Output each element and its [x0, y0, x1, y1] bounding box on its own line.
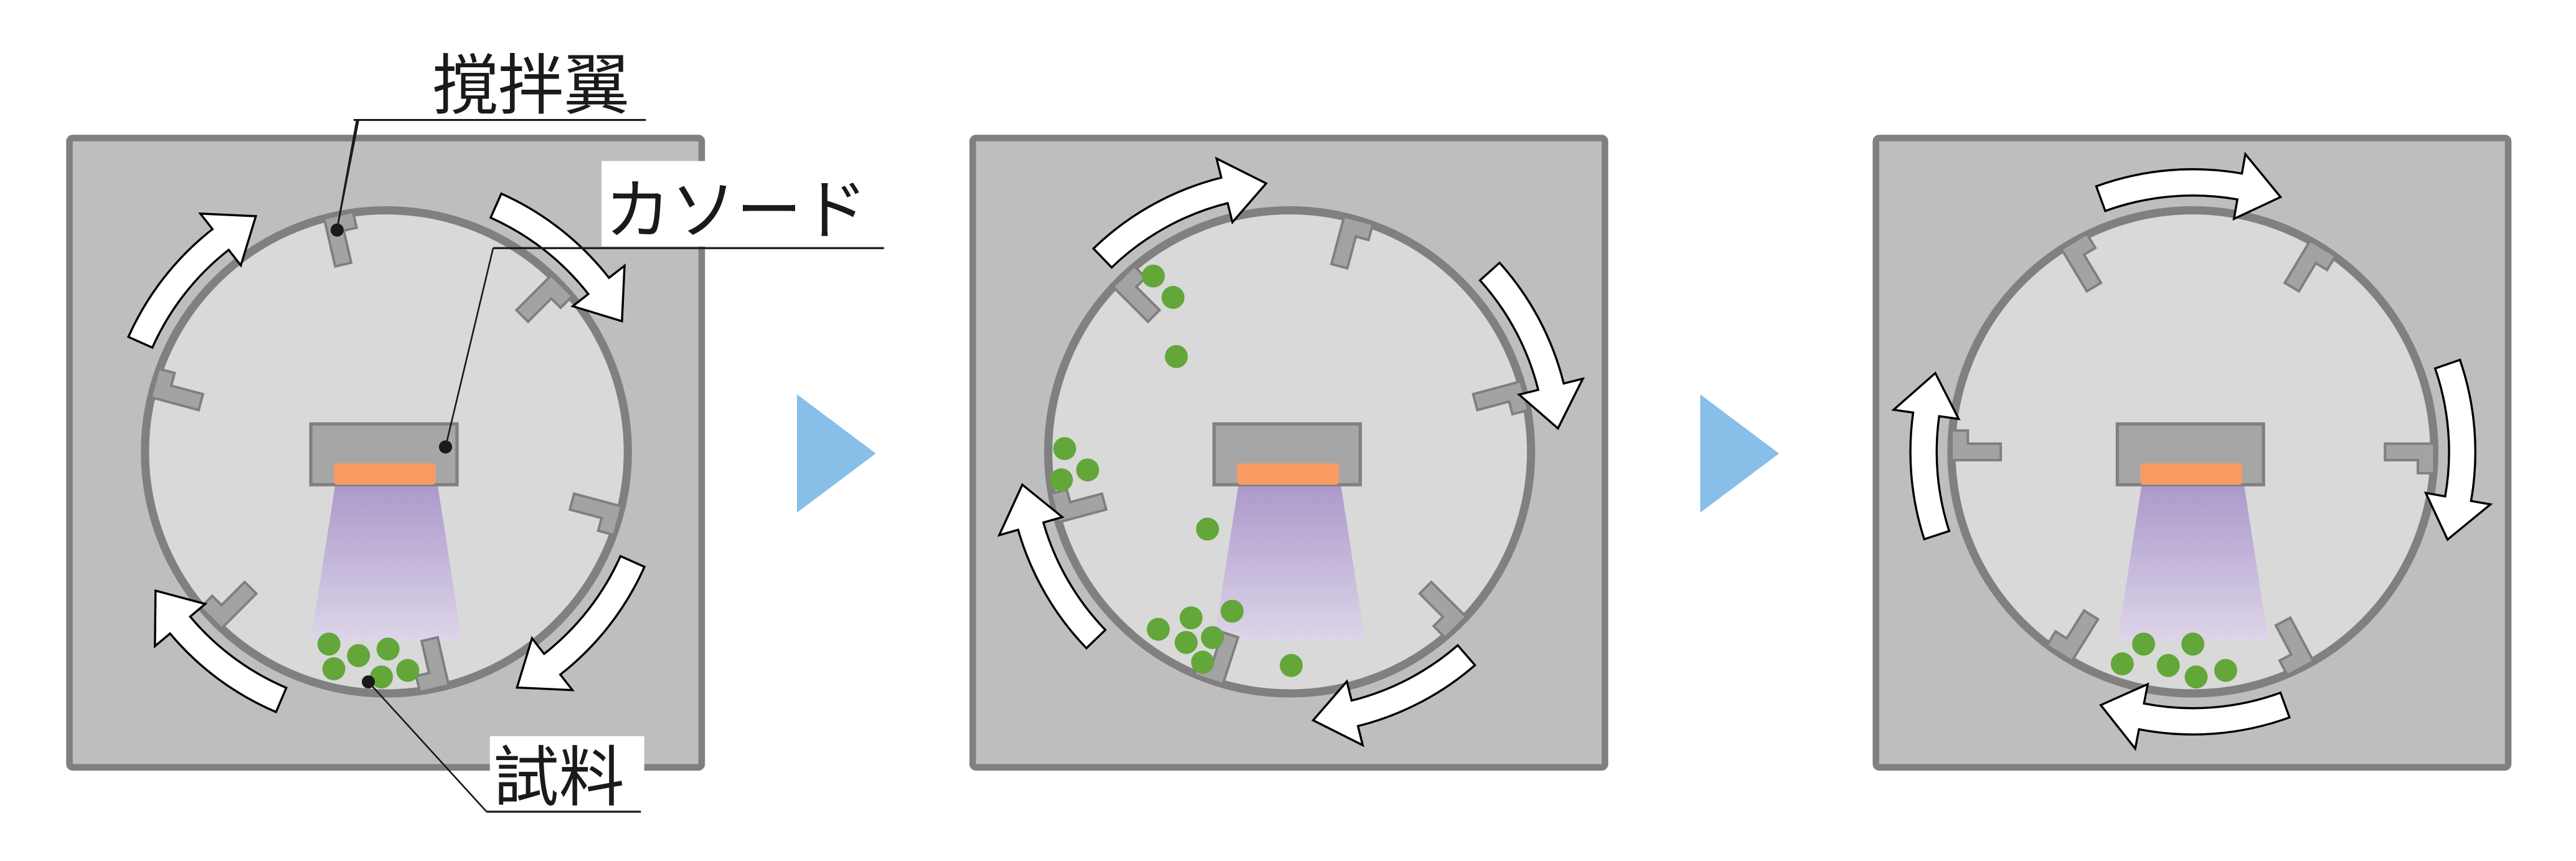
leader-line: [367, 681, 488, 812]
leader-dot: [438, 440, 453, 454]
callout-stirring-blade: 撹拌翼: [330, 47, 646, 237]
callout-sample: 試料: [362, 675, 644, 816]
rotation-arrow-icon: [2423, 358, 2493, 541]
sample-particle: [1141, 264, 1165, 288]
sample-particle: [1050, 468, 1073, 492]
rotation-arrow-icon: [1891, 371, 1961, 541]
label-cathode: カソード: [605, 173, 867, 249]
sample-particle: [1164, 345, 1188, 368]
sample-particle: [347, 644, 370, 667]
rotation-arrow-icon: [1311, 644, 1477, 748]
sample-particle: [1161, 285, 1185, 309]
sample-particle: [1201, 626, 1224, 649]
stage-2-panel: [969, 135, 1608, 771]
sample-particle: [2110, 652, 2134, 675]
sample-particle: [376, 637, 400, 661]
stirring-blade: [2274, 616, 2316, 677]
sample-particle: [317, 632, 341, 656]
panels: [66, 135, 2512, 771]
label-background: [489, 736, 644, 811]
rotation-arrow-icon: [1478, 261, 1585, 430]
rotation-arrow-icon: [489, 192, 626, 323]
rotation-arrow-icon: [1092, 156, 1268, 269]
label-background: [602, 161, 884, 247]
stage-3-panel: [1872, 135, 2512, 771]
sample-particle: [1174, 630, 1198, 654]
sample-particle: [1053, 437, 1077, 460]
sample-particle: [1076, 458, 1100, 482]
stirring-blade: [1049, 488, 1108, 524]
leader-dot: [362, 675, 375, 689]
stirring-blade: [1111, 264, 1162, 324]
rotation-arrow-icon: [154, 589, 288, 714]
sample-particle: [2214, 659, 2237, 682]
plasma-beam: [2117, 483, 2269, 641]
sample-particle: [2181, 632, 2205, 656]
sample-particle: [2132, 632, 2156, 656]
rotation-arrow-icon: [2095, 151, 2283, 221]
cathode-target: [334, 463, 436, 485]
stirring-blade: [323, 210, 359, 268]
stirring-blade: [514, 274, 574, 324]
stirring-blade: [415, 635, 450, 694]
sample-particle: [1179, 606, 1203, 630]
rotation-arrow-icon: [2099, 682, 2291, 751]
sample-particle: [322, 657, 346, 680]
stirring-blade: [1950, 429, 2003, 462]
sample-particle: [396, 659, 420, 682]
stirring-blade: [2384, 442, 2436, 475]
leader-dot: [330, 223, 344, 237]
sample-particle: [2156, 654, 2180, 677]
sample-particle: [1146, 617, 1170, 641]
cathode-target: [1237, 463, 1339, 485]
stage-1-panel: [66, 135, 705, 771]
stirring-blade: [1418, 580, 1468, 640]
sample-particle: [370, 665, 394, 689]
plasma-beam: [311, 483, 462, 641]
sample-particle: [1220, 599, 1244, 623]
stirring-blade: [2060, 232, 2103, 293]
callout-cathode: カソード: [438, 161, 884, 454]
sample-particle: [2184, 665, 2208, 689]
stirring-blade: [568, 492, 623, 537]
plasma-beam: [1214, 483, 1366, 641]
sample-particle: [1196, 517, 1219, 541]
stirring-blade: [149, 367, 205, 412]
rotation-arrow-icon: [515, 554, 646, 692]
stirring-blade: [1471, 379, 1530, 416]
rotation-arrow-icon: [997, 483, 1107, 650]
cathode-target: [2140, 463, 2242, 485]
stirring-blade: [2283, 239, 2338, 293]
sample-particle: [1191, 650, 1214, 674]
leader-line: [445, 247, 494, 447]
step-arrow-1-to-2-icon: [796, 394, 876, 513]
sample-particle: [1280, 654, 1303, 677]
stirring-blade: [2045, 609, 2100, 663]
step-arrow-2-to-3-icon: [1700, 394, 1780, 513]
label-sample: 試料: [493, 739, 625, 816]
label-stirring-blade: 撹拌翼: [432, 47, 629, 124]
stirring-blade: [1329, 214, 1375, 270]
rotation-arrow-icon: [126, 212, 258, 350]
